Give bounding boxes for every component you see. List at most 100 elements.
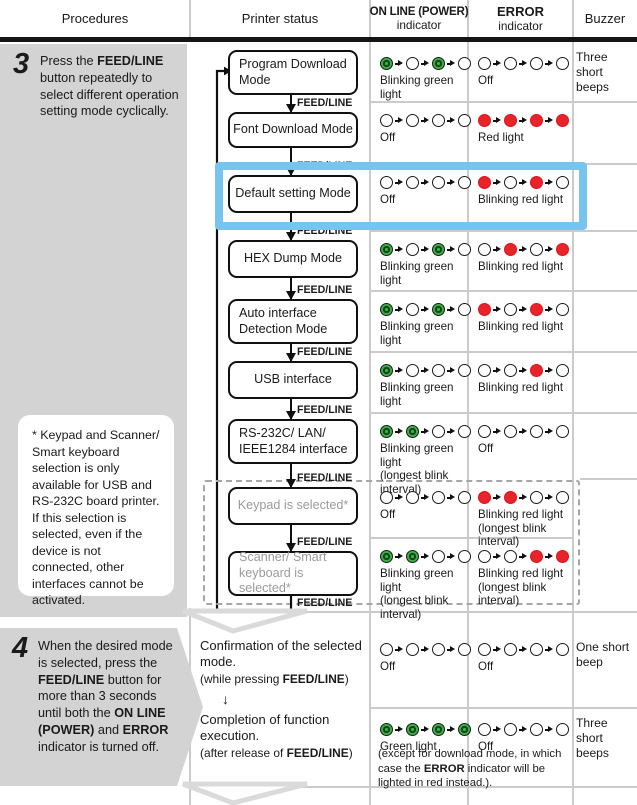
text: ) <box>348 745 353 760</box>
arrow-right-icon <box>545 176 554 189</box>
feed-line-label: FEED/LINE <box>297 346 353 358</box>
led-red-icon <box>530 364 543 377</box>
row-divider <box>370 707 637 709</box>
led-off-icon <box>556 491 569 504</box>
flow-connector <box>290 463 293 489</box>
error-indicator-cell: Blinking red light <box>468 351 573 412</box>
led-off-icon <box>406 243 419 256</box>
flow-connector <box>290 595 293 612</box>
arrow-right-icon <box>545 643 554 656</box>
header-label: Buzzer <box>584 11 626 26</box>
arrow-right-icon <box>395 550 404 563</box>
led-caption-line: Blinking red light <box>478 193 564 206</box>
arrow-right-icon <box>421 550 430 563</box>
led-off-icon <box>458 491 471 504</box>
led-caption: Off <box>478 660 573 674</box>
arrow-right-icon <box>519 425 528 438</box>
led-caption: Off <box>380 131 468 145</box>
confirmation-title: Confirmation of the selected mode. <box>200 638 362 670</box>
led-off-icon <box>458 57 471 70</box>
arrow-right-icon <box>447 303 456 316</box>
flow-box-label: Program Download <box>239 57 347 72</box>
completion-title: Completion of function execution. <box>200 712 330 744</box>
arrow-right-icon <box>447 57 456 70</box>
column-header-online-indicator: ON LINE (POWER) indicator <box>370 0 469 37</box>
arrow-right-icon <box>395 114 404 127</box>
download-mode-footnote: (except for download mode, in which case… <box>378 747 575 791</box>
led-off-icon <box>504 723 517 736</box>
arrow-right-icon <box>519 176 528 189</box>
default-setting-highlight <box>215 162 587 230</box>
led-green-icon <box>432 303 445 316</box>
led-caption: Blinking red light(longest blink interva… <box>478 567 573 608</box>
header-label: indicator <box>498 19 543 33</box>
led-off-icon <box>530 425 543 438</box>
arrow-right-icon <box>493 425 502 438</box>
led-off-icon <box>504 425 517 438</box>
led-pattern <box>478 176 573 189</box>
led-off-icon <box>478 57 491 70</box>
arrow-right-icon <box>545 425 554 438</box>
error-indicator-cell: Off <box>468 44 573 101</box>
feed-line-label: FEED/LINE <box>297 404 353 416</box>
flow-box-label: Keypad is selected* <box>237 498 349 513</box>
led-pattern <box>380 643 471 656</box>
confirmation-text: Confirmation of the selected mode. (whil… <box>200 638 368 686</box>
arrow-right-icon <box>421 425 430 438</box>
led-caption-line: Blinking green light <box>380 74 454 101</box>
header-label: Printer status <box>241 11 319 26</box>
led-off-icon <box>478 243 491 256</box>
led-off-icon <box>504 303 517 316</box>
online-indicator-cell: Off <box>370 163 471 230</box>
row-divider <box>580 478 637 480</box>
arrow-right-icon <box>519 243 528 256</box>
led-off-icon <box>380 176 393 189</box>
row-divider <box>307 611 637 613</box>
led-caption: Red light <box>478 131 573 145</box>
flow-box-default-setting-mode: Default setting Mode <box>228 175 358 213</box>
led-caption-line: Blinking green light <box>380 320 454 347</box>
column-header-buzzer: Buzzer <box>573 0 637 37</box>
row-divider <box>370 351 637 353</box>
led-green-icon <box>380 303 393 316</box>
error-indicator-cell: Off <box>468 710 573 786</box>
led-pattern <box>478 491 573 504</box>
arrow-right-icon <box>493 57 502 70</box>
arrow-right-icon <box>447 243 456 256</box>
flow-arrow-icon <box>285 353 296 362</box>
led-caption-line: (longest blink interval) <box>380 594 449 621</box>
led-red-icon <box>556 550 569 563</box>
led-pattern <box>478 425 573 438</box>
arrow-right-icon <box>545 114 554 127</box>
row-divider <box>370 412 637 414</box>
column-header-printer-status: Printer status <box>190 0 370 37</box>
flow-box-font-download-mode: Font Download Mode <box>228 112 358 148</box>
led-off-icon <box>530 723 543 736</box>
arrow-right-icon <box>493 550 502 563</box>
text: (except for download mode, in which case… <box>378 748 562 775</box>
flow-arrow-icon <box>285 479 296 488</box>
led-off-icon <box>432 114 445 127</box>
led-caption: Off <box>380 193 468 207</box>
led-red-icon <box>530 303 543 316</box>
led-off-icon <box>406 643 419 656</box>
down-arrow-icon: ↓ <box>222 691 229 707</box>
led-off-icon <box>458 364 471 377</box>
led-red-icon <box>478 176 491 189</box>
arrow-right-icon <box>447 364 456 377</box>
arrow-right-icon <box>395 243 404 256</box>
led-off-icon <box>432 425 445 438</box>
arrow-right-icon <box>395 303 404 316</box>
led-off-icon <box>406 491 419 504</box>
flow-box-label: Scanner/ Smart <box>239 550 327 565</box>
led-caption-line: Off <box>478 660 494 673</box>
led-off-icon <box>504 364 517 377</box>
led-red-icon <box>556 243 569 256</box>
flow-box-label: Auto interface <box>239 306 317 321</box>
arrow-right-icon <box>447 550 456 563</box>
error-indicator-cell: Blinking red light(longest blink interva… <box>468 478 573 548</box>
led-caption: Green light <box>380 740 468 754</box>
bold-text: FEED/LINE <box>286 745 349 760</box>
arrow-right-icon <box>519 643 528 656</box>
led-off-icon <box>504 643 517 656</box>
